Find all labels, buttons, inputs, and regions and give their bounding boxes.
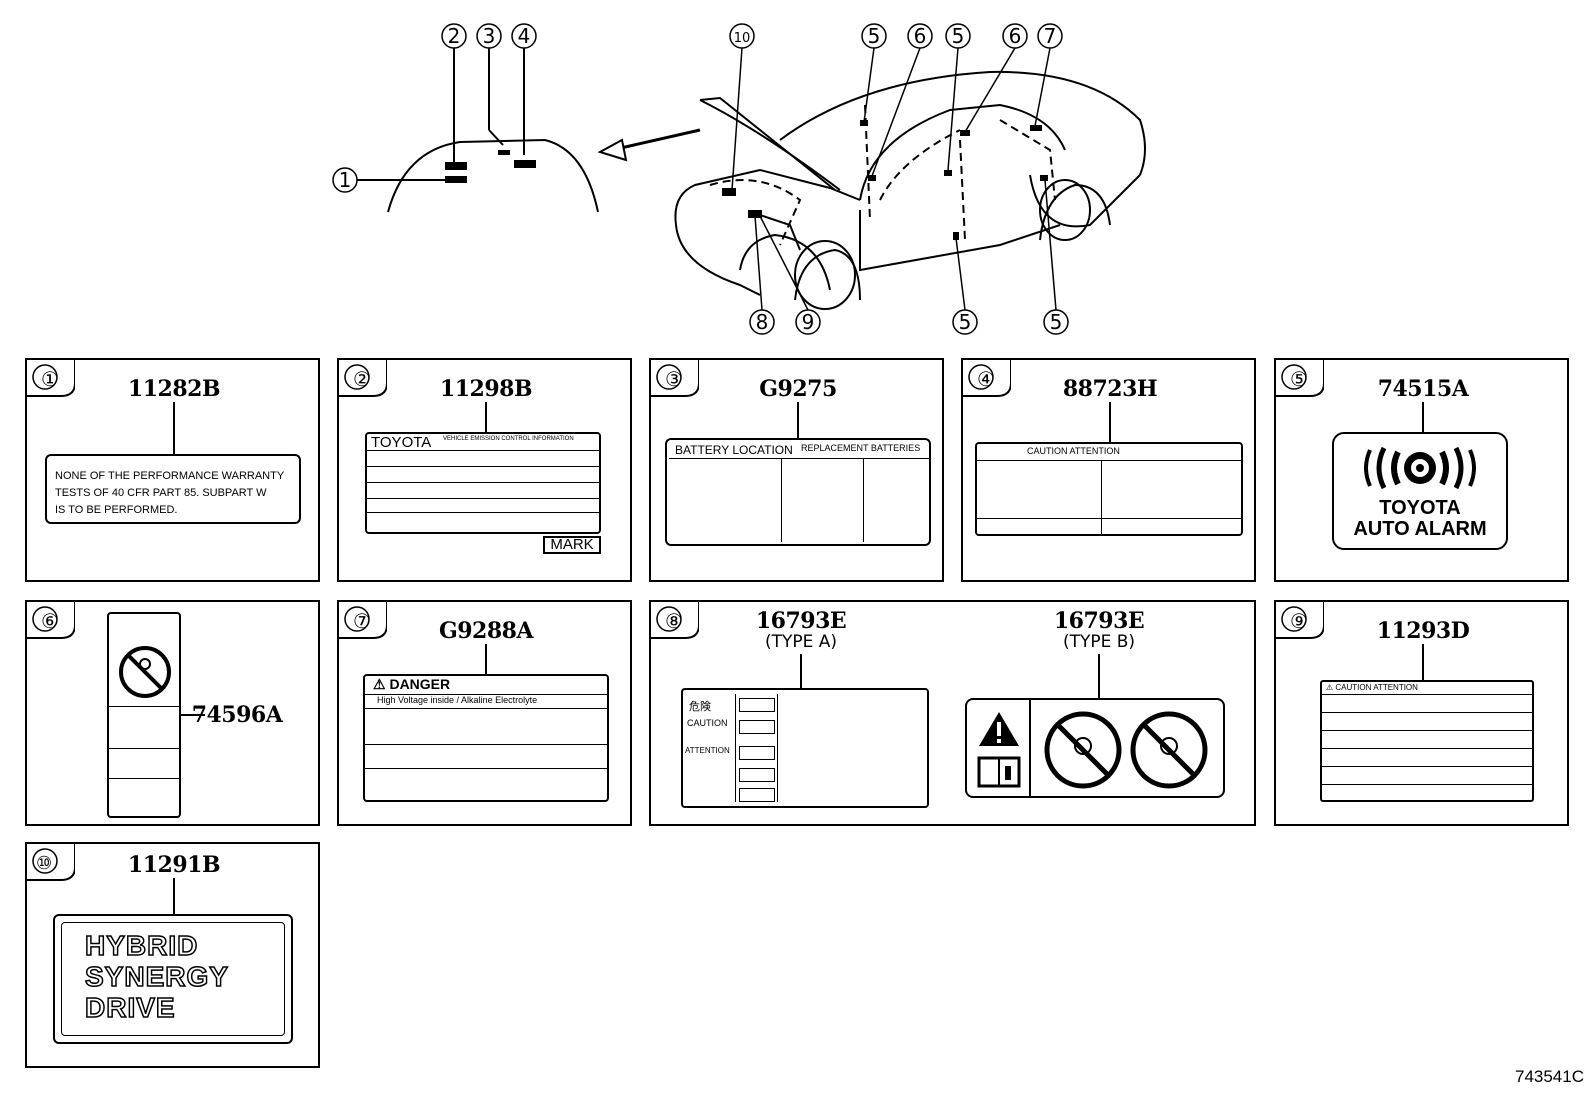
synergy-text: SYNERGY	[84, 960, 229, 993]
callout-3: 3	[483, 24, 496, 48]
panel-9: ⑨ 11293D ⚠ CAUTION ATTENTION	[1274, 600, 1569, 826]
alarm-line2: AUTO ALARM	[1353, 518, 1487, 540]
panel-number: ⑥	[41, 609, 59, 633]
part-number: G9275	[759, 376, 837, 402]
panel-number: ⑧	[665, 609, 683, 633]
label-hybrid-synergy-drive: HYBRID SYNERGY DRIVE	[53, 914, 293, 1044]
panel-number: ⑨	[1290, 609, 1308, 633]
label-caution-table: ⚠ CAUTION ATTENTION	[1320, 680, 1534, 802]
panel-number: ⑤	[1290, 367, 1308, 391]
label-airbag-vertical	[107, 612, 181, 818]
panel-number: ⑩	[36, 853, 53, 874]
callout-6b: 6	[1009, 24, 1022, 48]
panel-2: ② 11298B TOYOTA VEHICLE EMISSION CONTROL…	[337, 358, 632, 582]
label-4-marker	[514, 160, 536, 168]
part-number: 11293D	[1376, 618, 1470, 644]
callout-7: 7	[1044, 24, 1057, 48]
callout-5c: 5	[959, 310, 972, 334]
label-emission-control: TOYOTA VEHICLE EMISSION CONTROL INFORMAT…	[365, 432, 601, 534]
part-number: 88723H	[1062, 376, 1158, 402]
caution-jp: 危険	[689, 701, 711, 713]
warning-book-icon	[977, 712, 1021, 788]
label-1-marker	[445, 176, 467, 183]
overview-illustration: 2 3 4 1	[332, 23, 1146, 335]
callout-8: 8	[756, 310, 769, 334]
part-number: 11298B	[439, 376, 533, 402]
callout-6a: 6	[914, 24, 927, 48]
panel-6: ⑥ 74596A	[25, 600, 320, 826]
part-number: 11282B	[127, 376, 221, 402]
callout-5d: 5	[1050, 310, 1063, 334]
drawing-number: 743541C	[1514, 1067, 1584, 1086]
alarm-line1: TOYOTA	[1379, 497, 1461, 519]
panel-1: ① 11282B NONE OF THE PERFORMANCE WARRANT…	[25, 358, 320, 582]
danger-text: DANGER	[389, 676, 451, 692]
callout-4: 4	[518, 24, 531, 48]
callout-5b: 5	[952, 24, 965, 48]
panel-number: ①	[41, 367, 59, 391]
callout-10: 10	[734, 31, 751, 46]
label-auto-alarm: TOYOTA AUTO ALARM	[1332, 432, 1508, 550]
panel-4: ④ 88723H CAUTION ATTENTION	[961, 358, 1256, 582]
alarm-icon	[1364, 446, 1476, 490]
attention-text: ATTENTION	[685, 746, 730, 755]
label-danger-high-voltage: ⚠ DANGER High Voltage inside / Alkaline …	[363, 674, 609, 802]
type-a-label: (TYPE A)	[764, 632, 838, 652]
label-line: TESTS OF 40 CFR PART 85. SUBPART W	[55, 487, 267, 499]
mark-box: MARK	[543, 536, 601, 554]
caution-en: CAUTION	[687, 718, 728, 728]
callout-2: 2	[448, 24, 461, 48]
part-number-b: 16793E	[1053, 608, 1145, 634]
left-header: BATTERY LOCATION	[675, 443, 793, 457]
voltage-text: High Voltage inside / Alkaline Electroly…	[377, 695, 538, 705]
drive-text: DRIVE	[84, 991, 176, 1024]
label-2-marker	[445, 162, 467, 170]
callout-9: 9	[802, 310, 815, 334]
part-number: 74596A	[191, 702, 283, 728]
no-child-seat-icon	[119, 646, 171, 698]
label-battery-location: BATTERY LOCATION REPLACEMENT BATTERIES	[665, 438, 931, 546]
panel-10: ⑩ 11291B HYBRID SYNERGY DRIVE	[25, 842, 320, 1068]
label-3-marker	[498, 150, 510, 155]
no-rear-facing-seat-icons	[1044, 711, 1208, 789]
panel-3: ③ G9275 BATTERY LOCATION REPLACEMENT BAT…	[649, 358, 944, 582]
callout-1: 1	[339, 168, 352, 192]
panel-number: ③	[665, 367, 683, 391]
label-airbag-type-b	[965, 698, 1225, 798]
panel-5: ⑤ 74515A TOYOTA AUTO ALARM	[1274, 358, 1569, 582]
header-text: CAUTION ATTENTION	[1335, 683, 1418, 692]
part-number-a: 16793E	[755, 608, 847, 634]
panel-number: ⑦	[353, 609, 371, 633]
panel-7: ⑦ G9288A ⚠ DANGER High Voltage inside / …	[337, 600, 632, 826]
header-text: CAUTION ATTENTION	[1027, 446, 1120, 456]
label-airbag-type-a: 危険 CAUTION ATTENTION	[681, 688, 929, 808]
hybrid-text: HYBRID	[84, 929, 199, 962]
panel-8: ⑧ 16793E (TYPE A) 16793E (TYPE B) 危険 CAU…	[649, 600, 1256, 826]
part-number: G9288A	[438, 618, 534, 644]
type-b-label: (TYPE B)	[1062, 632, 1136, 652]
part-number: 11291B	[127, 852, 221, 878]
label-warranty-notice: NONE OF THE PERFORMANCE WARRANTY TESTS O…	[45, 454, 301, 524]
panel-number: ④	[977, 367, 995, 391]
header-text: VEHICLE EMISSION CONTROL INFORMATION	[443, 436, 574, 442]
right-header: REPLACEMENT BATTERIES	[801, 443, 921, 453]
part-number: 74515A	[1377, 376, 1469, 402]
callout-5a: 5	[868, 24, 881, 48]
car-drawing	[674, 70, 1146, 310]
label-line: IS TO BE PERFORMED.	[55, 504, 178, 516]
label-line: NONE OF THE PERFORMANCE WARRANTY	[55, 470, 285, 482]
brand-text: TOYOTA	[371, 434, 432, 451]
label-caution-attention: CAUTION ATTENTION	[975, 442, 1243, 536]
panel-number: ②	[353, 367, 371, 391]
